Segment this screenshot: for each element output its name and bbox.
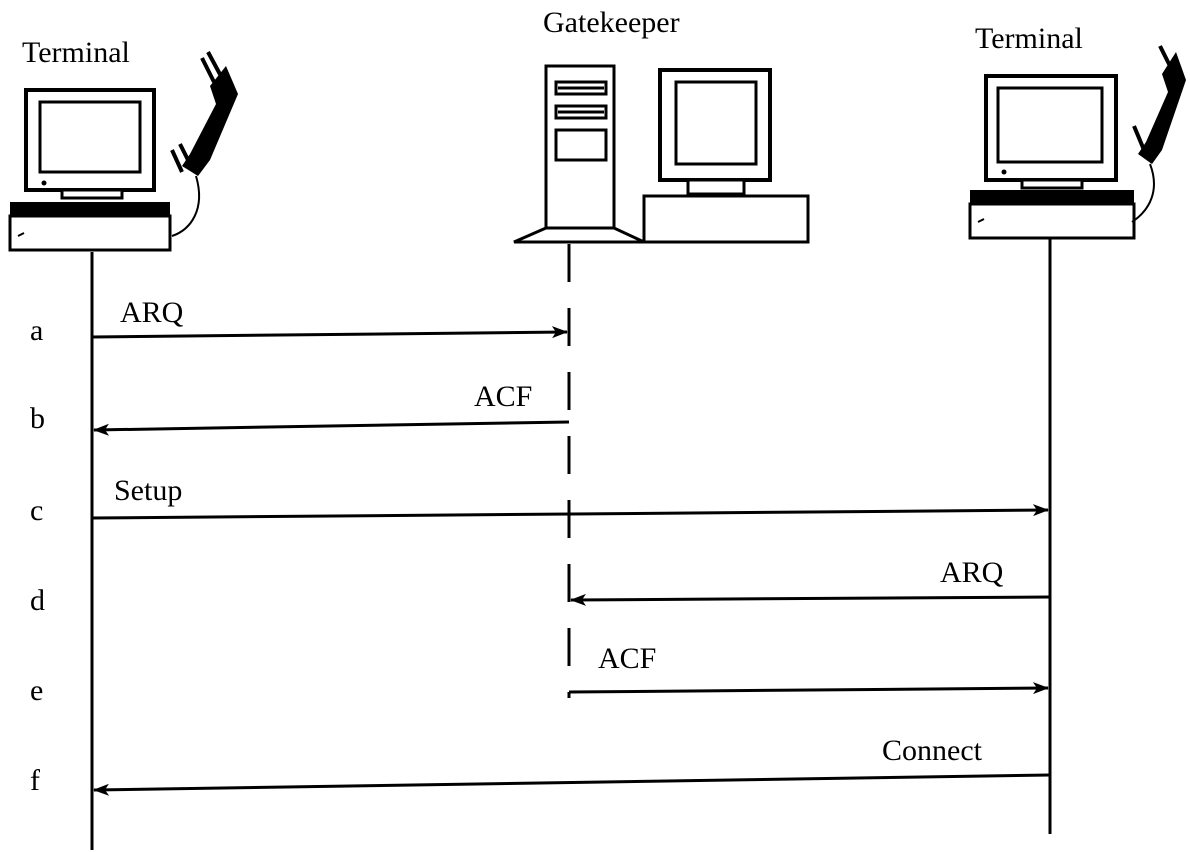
message-arrow-e: [568, 682, 1049, 695]
message-label-c: Setup: [114, 474, 182, 507]
message-arrow-c: [91, 504, 1049, 520]
computer-with-phone-icon: [8, 51, 238, 252]
computer-with-phone-icon: [968, 45, 1186, 240]
gatekeeper-label: Gatekeeper: [543, 6, 680, 39]
step-label-a: a: [30, 314, 43, 347]
message-arrow-a: [91, 326, 568, 339]
message-arrow-d: [570, 593, 1051, 606]
message-label-f: Connect: [882, 734, 983, 767]
right-terminal-label: Terminal: [975, 22, 1083, 55]
message-label-b: ACF: [474, 380, 532, 413]
step-label-e: e: [30, 674, 43, 707]
message-arrow-f: [93, 773, 1051, 796]
step-label-c: c: [30, 494, 43, 527]
step-label-d: d: [30, 584, 45, 617]
left-terminal-label: Terminal: [22, 36, 130, 69]
step-label-f: f: [30, 764, 40, 797]
message-label-e: ACF: [598, 642, 656, 675]
message-arrow-b: [93, 420, 570, 436]
server-workstation-icon: [513, 64, 810, 244]
message-label-a: ARQ: [120, 296, 184, 329]
message-label-d: ARQ: [940, 556, 1004, 589]
step-label-b: b: [30, 402, 45, 435]
